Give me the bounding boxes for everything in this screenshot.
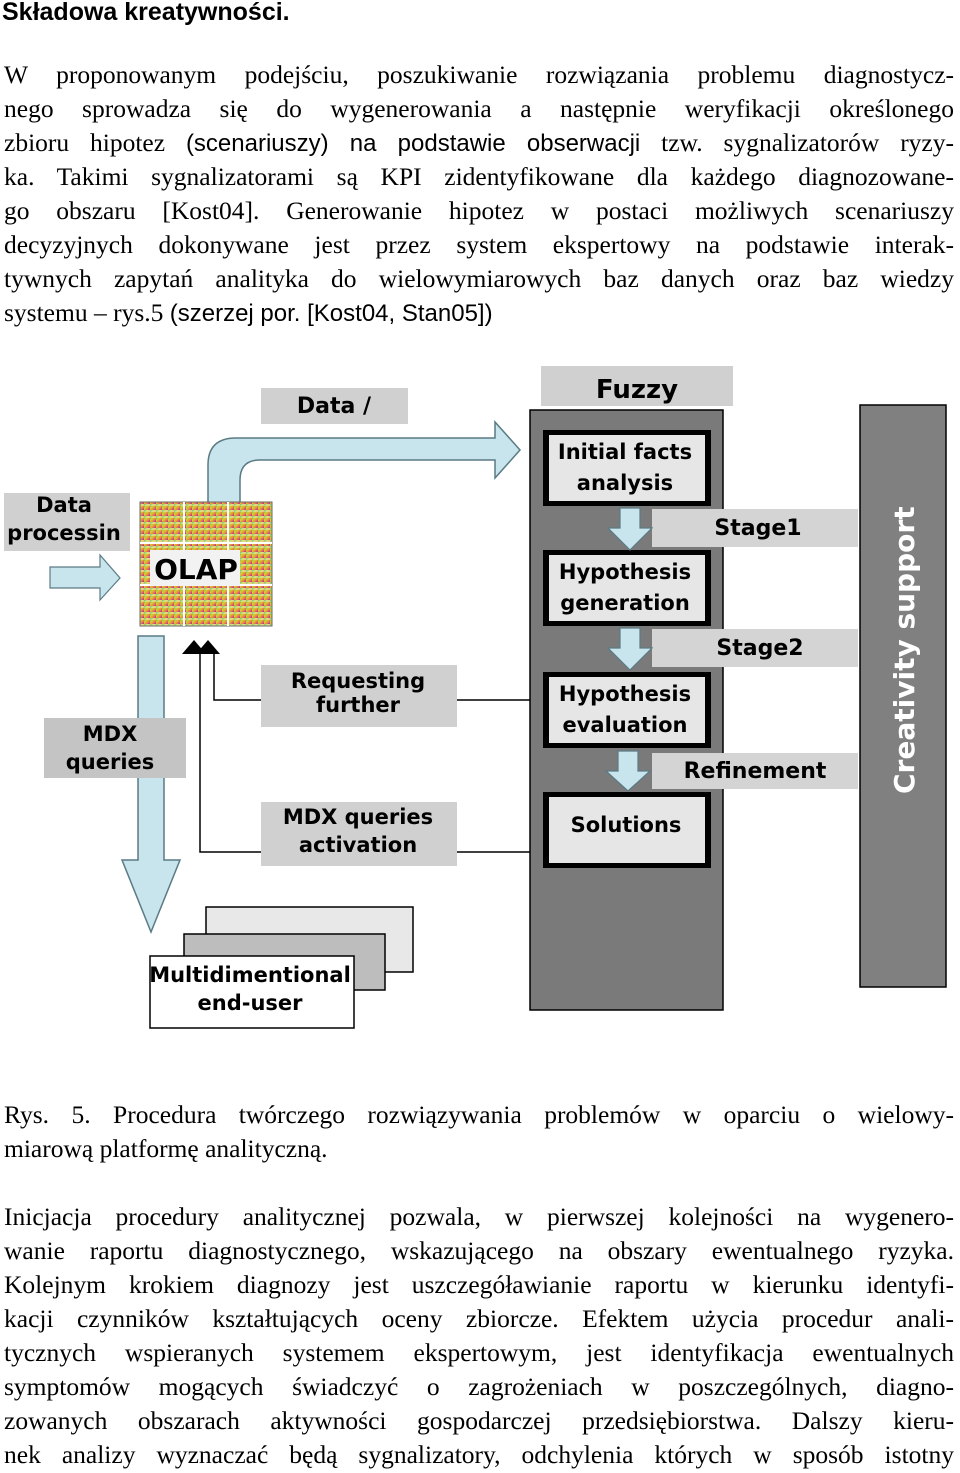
multidim-line2: end-user xyxy=(198,991,304,1015)
paragraph-line: nek analizy wyznaczać będą sygnalizatory… xyxy=(4,1440,954,1469)
mdx-activation-line2: activation xyxy=(299,833,417,857)
stage2-box: Stage2 xyxy=(652,629,858,667)
requesting-line1: Requesting xyxy=(291,669,425,693)
section-heading: Składowa kreatywności. xyxy=(2,0,290,26)
paragraph-line: tywnych zapytań analityka do wielowymiar… xyxy=(4,264,954,293)
refinement-box: Refinement xyxy=(652,753,858,789)
caption-line: Rys. 5. Procedura twórczego rozwiązywani… xyxy=(4,1100,954,1129)
stage1-label: Stage1 xyxy=(714,516,801,541)
multidim-line1: Multidimentional xyxy=(149,963,351,987)
mdx-queries-box: MDX queries xyxy=(44,718,186,778)
mdx-queries-line1: MDX xyxy=(83,722,138,746)
initial-facts-box: Initial facts analysis xyxy=(543,430,711,506)
hyp-evaluation-line2: evaluation xyxy=(562,713,687,737)
paragraph-line: tycznych wspieranych systemem ekspertowy… xyxy=(4,1338,954,1367)
initial-facts-line2: analysis xyxy=(577,471,673,495)
stage2-label: Stage2 xyxy=(716,636,803,661)
flow-arrows xyxy=(604,507,654,792)
requesting-line2: further xyxy=(316,693,401,717)
paragraph-line: kacji czynników kształtujących oceny zbi… xyxy=(4,1304,954,1333)
solutions-label: Solutions xyxy=(571,813,682,837)
data-processing-line2: processin xyxy=(7,521,121,545)
fuzzy-label: Fuzzy xyxy=(596,375,678,405)
paragraph-line: W proponowanym podejściu, poszukiwanie r… xyxy=(4,60,954,89)
olap-label: OLAP xyxy=(154,553,238,586)
input-arrow xyxy=(49,553,121,602)
paragraph-line: nego sprowadza się do wygenerowania a na… xyxy=(4,94,954,123)
feedback-arrowheads xyxy=(182,640,220,654)
mdx-activation-line1: MDX queries xyxy=(283,805,433,829)
paragraph-line: symptomów mogących świadczyć o zagrożeni… xyxy=(4,1372,954,1401)
solutions-box: Solutions xyxy=(543,792,711,868)
mdx-activation-box: MDX queries activation xyxy=(261,802,457,866)
paragraph-line: decyzyjnych dokonywane jest przez system… xyxy=(4,230,954,259)
data-processing-box: Data processin xyxy=(4,493,130,551)
refinement-label: Refinement xyxy=(684,759,827,784)
down-arrow xyxy=(606,627,654,671)
data-label-box: Data / xyxy=(261,388,408,424)
stage1-box: Stage1 xyxy=(652,509,858,547)
paragraph-line: wanie raportu diagnostycznego, wskazując… xyxy=(4,1236,954,1265)
olap-cube: OLAP xyxy=(139,501,273,627)
caption-line: miarową platformę analityczną. xyxy=(4,1134,328,1163)
hypothesis-evaluation-box: Hypothesis evaluation xyxy=(543,672,711,748)
data-processing-line1: Data xyxy=(36,493,92,517)
hyp-generation-line2: generation xyxy=(560,591,690,615)
fuzzy-label-box: Fuzzy xyxy=(541,366,733,406)
paragraph-line: systemu – rys.5 (szerzej por. [Kost04, S… xyxy=(4,298,493,327)
mdx-queries-line2: queries xyxy=(66,750,155,774)
paragraph-line: ka. Takimi sygnalizatorami są KPI zident… xyxy=(4,162,954,191)
down-arrow xyxy=(604,750,652,792)
requesting-further-box: Requesting further xyxy=(261,665,457,727)
multidimensional-end-user: Multidimentional end-user xyxy=(149,906,414,1029)
paragraph-line: Inicjacja procedury analitycznej pozwala… xyxy=(4,1202,954,1231)
paragraph-line: Kolejnym krokiem diagnozy jest uszczegół… xyxy=(4,1270,954,1299)
paragraph-line: zowanych obszarach aktywności gospodarcz… xyxy=(4,1406,954,1435)
creativity-support-label: Creativity support xyxy=(888,506,921,794)
arrowhead xyxy=(182,640,206,654)
hyp-evaluation-line1: Hypothesis xyxy=(559,682,691,706)
paragraph-line: go obszaru [Kost04]. Generowanie hipotez… xyxy=(4,196,954,225)
data-label: Data / xyxy=(297,394,372,419)
creativity-procedure-diagram: Creativity support Fuzzy Stage1 Stage2 R… xyxy=(4,366,947,1029)
hyp-generation-line1: Hypothesis xyxy=(559,560,691,584)
initial-facts-line1: Initial facts xyxy=(558,440,692,464)
down-arrow xyxy=(606,507,654,551)
data-flow-arrow xyxy=(207,420,522,506)
creativity-support-bar: Creativity support xyxy=(859,404,947,988)
mdx-down-arrow xyxy=(120,635,182,935)
hypothesis-generation-box: Hypothesis generation xyxy=(543,550,711,626)
paragraph-line: zbioru hipotez (scenariuszy) na podstawi… xyxy=(4,128,954,157)
